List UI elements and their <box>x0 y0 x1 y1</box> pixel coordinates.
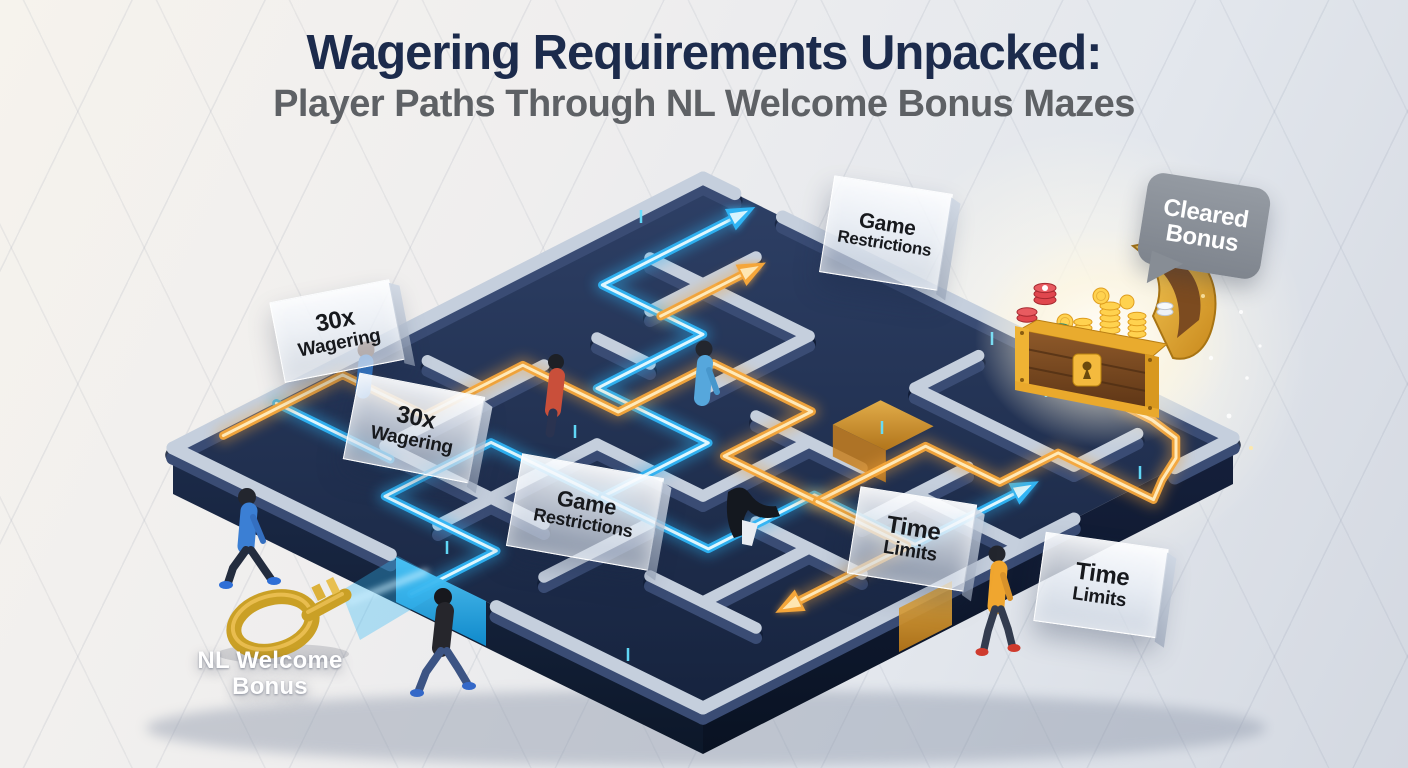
key-label-line: Bonus <box>232 673 308 701</box>
abstract-figure <box>726 487 780 546</box>
page-title: Wagering Requirements Unpacked: <box>306 26 1103 80</box>
player-figure-blue-jacket <box>219 488 281 589</box>
page-subtitle: Player Paths Through NL Welcome Bonus Ma… <box>273 82 1135 125</box>
header: Wagering Requirements Unpacked: Player P… <box>0 26 1408 126</box>
player-figure-black-hoodie <box>410 588 476 697</box>
player-figure-red-shirt <box>545 354 565 438</box>
key-label-line: NL Welcome <box>197 647 343 674</box>
player-figure-blue-hoodie-center <box>694 340 720 406</box>
sign-time-limits-right: Time Limits <box>1033 531 1169 639</box>
maze-neon-paths <box>215 206 1184 613</box>
speech-bubble-cleared-bonus: Cleared Bonus <box>1135 170 1273 282</box>
sign-game-restrictions-top: Game Restrictions <box>819 175 953 291</box>
sign-time-limits-left: Time Limits <box>846 486 978 592</box>
golden-key-icon <box>217 577 352 664</box>
player-figure-yellow-sweater <box>975 545 1021 656</box>
key-label-nl-welcome-bonus: NL Welcome Bonus <box>197 647 343 701</box>
chest-coins <box>1056 287 1147 339</box>
